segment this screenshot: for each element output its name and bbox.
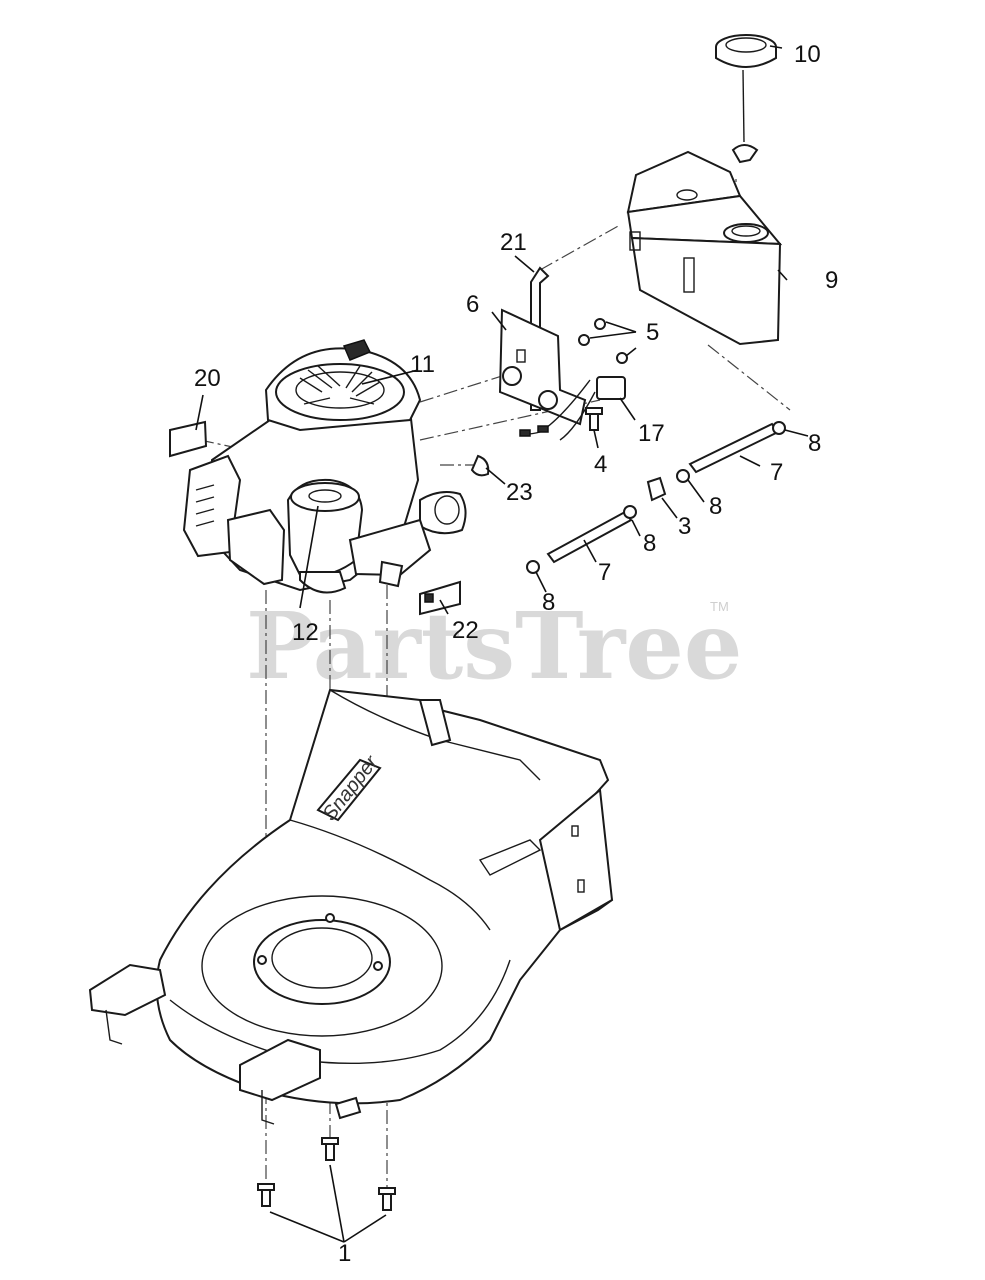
callout-8-d: 8: [542, 589, 555, 616]
control-bracket: [498, 308, 587, 426]
screw-4: [585, 407, 603, 431]
decal-20: [169, 420, 208, 458]
callout-23: 23: [506, 479, 533, 506]
label-22: [419, 580, 461, 616]
callout-1: 1: [338, 1240, 351, 1267]
callout-6: 6: [466, 291, 479, 318]
callout-7-lower: 7: [598, 559, 611, 586]
fuel-tank: [626, 150, 783, 346]
callout-11: 11: [410, 351, 435, 378]
callout-22: 22: [452, 617, 479, 644]
callout-labels: 1 3 4 5 6 7 7 8 8 8 8 9 10 11 12 17 20 2…: [194, 41, 838, 1267]
deck-bolts: [257, 1137, 396, 1211]
mower-deck: Snapper: [88, 688, 614, 1125]
callout-9: 9: [825, 267, 838, 294]
callout-10: 10: [794, 41, 821, 68]
callout-3: 3: [678, 513, 691, 540]
callout-20: 20: [194, 365, 221, 392]
watermark-text: PartsTree: [246, 592, 742, 700]
engine: [182, 339, 467, 594]
callout-8-b: 8: [709, 493, 722, 520]
fuel-cap: [715, 34, 777, 164]
callout-21: 21: [500, 229, 527, 256]
callout-12: 12: [292, 619, 319, 646]
screws: [578, 318, 628, 364]
watermark-trademark: TM: [710, 599, 729, 614]
callout-4: 4: [594, 451, 607, 478]
callout-8-a: 8: [808, 430, 821, 457]
switch: [519, 376, 626, 441]
callout-5: 5: [646, 319, 659, 346]
leader-lines: [195, 45, 809, 1243]
fuel-lines: [526, 421, 786, 574]
callout-17: 17: [638, 420, 665, 447]
hose-clip: [470, 454, 490, 477]
callout-7-upper: 7: [770, 459, 783, 486]
callout-8-c: 8: [643, 530, 656, 557]
